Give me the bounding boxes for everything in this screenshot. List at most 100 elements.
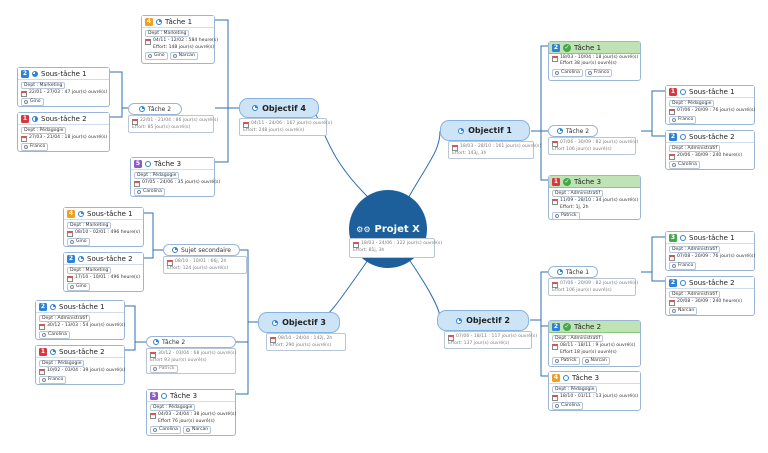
gears-icon: ⚙⚙ bbox=[356, 224, 371, 234]
calendar-icon bbox=[552, 199, 558, 206]
progress-icon bbox=[556, 128, 563, 134]
calendar-icon bbox=[132, 119, 138, 125]
person-icon bbox=[555, 404, 559, 409]
person-icon bbox=[148, 54, 152, 59]
progress-icon bbox=[78, 255, 84, 262]
calendar-icon bbox=[270, 337, 276, 343]
resource-pill: Franco bbox=[669, 116, 697, 125]
person-icon bbox=[153, 367, 157, 372]
person-icon bbox=[70, 240, 74, 245]
dept-tag: Dept : Pédagogie bbox=[21, 127, 67, 135]
dept-tag: Dept : Pédagogie bbox=[39, 360, 85, 368]
dept-tag: Dept : Marketing bbox=[145, 30, 190, 38]
progress-icon bbox=[680, 133, 686, 140]
resource-pill: Carolina bbox=[669, 161, 700, 170]
person-icon bbox=[672, 163, 676, 168]
person-icon bbox=[153, 428, 157, 433]
root-detail: 18/03 - 24/06 : 322 jour(s) ouvré(s) Eff… bbox=[349, 238, 442, 258]
progress-icon bbox=[680, 279, 686, 286]
secondary-topic-node[interactable]: Sujet secondaire bbox=[163, 244, 240, 256]
objective-2-node[interactable]: Objectif 2 bbox=[437, 310, 529, 331]
person-icon bbox=[137, 190, 141, 195]
progress-quarter-icon bbox=[272, 319, 279, 326]
person-icon bbox=[672, 118, 676, 123]
task-2-detail: 30/12 - 03/04 : 68 jour(s) ouvré(s) Effo… bbox=[146, 348, 236, 374]
task-2-node[interactable]: Tâche 2 bbox=[146, 336, 236, 348]
objective-1-detail: 18/03 - 28/10 : 161 jour(s) ouvré(s) Eff… bbox=[448, 141, 541, 159]
dept-tag: Dept : Administratif bbox=[39, 315, 91, 323]
calendar-icon bbox=[452, 145, 458, 151]
resource-pill: Patrick bbox=[150, 365, 178, 373]
dept-tag: Dept : Administratif bbox=[552, 190, 604, 198]
objective-2-detail: 07/06 - 18/11 : 117 jour(s) ouvré(s) Eff… bbox=[444, 331, 537, 349]
progress-icon bbox=[172, 247, 178, 253]
person-icon bbox=[555, 214, 559, 219]
dept-tag: Dept : Marketing bbox=[67, 222, 112, 230]
progress-icon bbox=[680, 234, 686, 241]
calendar-icon bbox=[353, 242, 359, 248]
resource-pill: Gino bbox=[21, 98, 44, 107]
task-card[interactable]: 2✓Tâche 1 18/03 - 10/04 : 18 jour(s) ouv… bbox=[548, 41, 641, 81]
objective-4-detail: 04/11 - 24/06 : 167 jour(s) ouvré(s) Eff… bbox=[239, 118, 332, 136]
task-card[interactable]: 1✓Tâche 3 Dept : Administratif 11/09 - 2… bbox=[548, 175, 641, 221]
resource-pill: Carolina bbox=[552, 68, 583, 77]
person-icon bbox=[185, 428, 190, 433]
calendar-icon bbox=[669, 154, 675, 161]
task-2-node[interactable]: Tâche 2 bbox=[548, 125, 598, 137]
person-icon bbox=[555, 359, 559, 364]
person-icon bbox=[42, 378, 46, 383]
dept-tag: Dept : Administratif bbox=[552, 335, 604, 343]
priority-badge: 2 bbox=[669, 278, 677, 287]
calendar-icon bbox=[39, 324, 45, 331]
resource-pill: Franco bbox=[21, 143, 49, 152]
priority-badge: 4 bbox=[67, 209, 75, 218]
calendar-icon bbox=[669, 109, 675, 116]
resource-pill: Franco bbox=[669, 262, 697, 271]
person-icon bbox=[42, 333, 46, 338]
calendar-icon bbox=[21, 91, 27, 98]
person-icon bbox=[555, 70, 559, 75]
dept-tag: Dept : Administratif bbox=[669, 145, 721, 153]
person-icon bbox=[587, 70, 592, 75]
task-card[interactable]: 2✓Tâche 2 Dept : Administratif 08/11 - 1… bbox=[548, 320, 641, 367]
priority-badge: 1 bbox=[39, 347, 47, 356]
calendar-icon bbox=[39, 369, 45, 376]
priority-badge: 2 bbox=[552, 43, 560, 52]
progress-icon bbox=[145, 160, 151, 167]
progress-icon bbox=[161, 392, 167, 399]
calendar-icon bbox=[669, 300, 675, 307]
objective-4-node[interactable]: Objectif 4 bbox=[239, 98, 319, 118]
calendar-icon bbox=[150, 413, 156, 420]
progress-icon bbox=[78, 210, 84, 217]
dept-tag: Dept : Administratif bbox=[669, 291, 721, 299]
task-1-detail: 07/06 - 20/09 : 82 jour(s) ouvré(s) Effo… bbox=[548, 278, 638, 296]
person-icon bbox=[672, 309, 676, 314]
task-2-node[interactable]: Tâche 2 bbox=[128, 103, 182, 115]
resource-pill: Patrick bbox=[552, 212, 580, 221]
dept-tag: Dept : Pédagogie bbox=[552, 386, 598, 394]
done-check-icon: ✓ bbox=[563, 177, 571, 186]
calendar-icon bbox=[67, 231, 73, 238]
resource-pill: Patrick bbox=[552, 357, 580, 366]
objective-3-node[interactable]: Objectif 3 bbox=[258, 312, 340, 333]
progress-icon bbox=[50, 348, 56, 355]
done-check-icon: ✓ bbox=[563, 43, 571, 52]
resource-pill: Carolina bbox=[134, 188, 165, 197]
task-1-node[interactable]: Tâche 1 bbox=[548, 266, 598, 278]
objective-1-node[interactable]: Objectif 1 bbox=[440, 120, 530, 141]
progress-icon bbox=[153, 339, 159, 345]
